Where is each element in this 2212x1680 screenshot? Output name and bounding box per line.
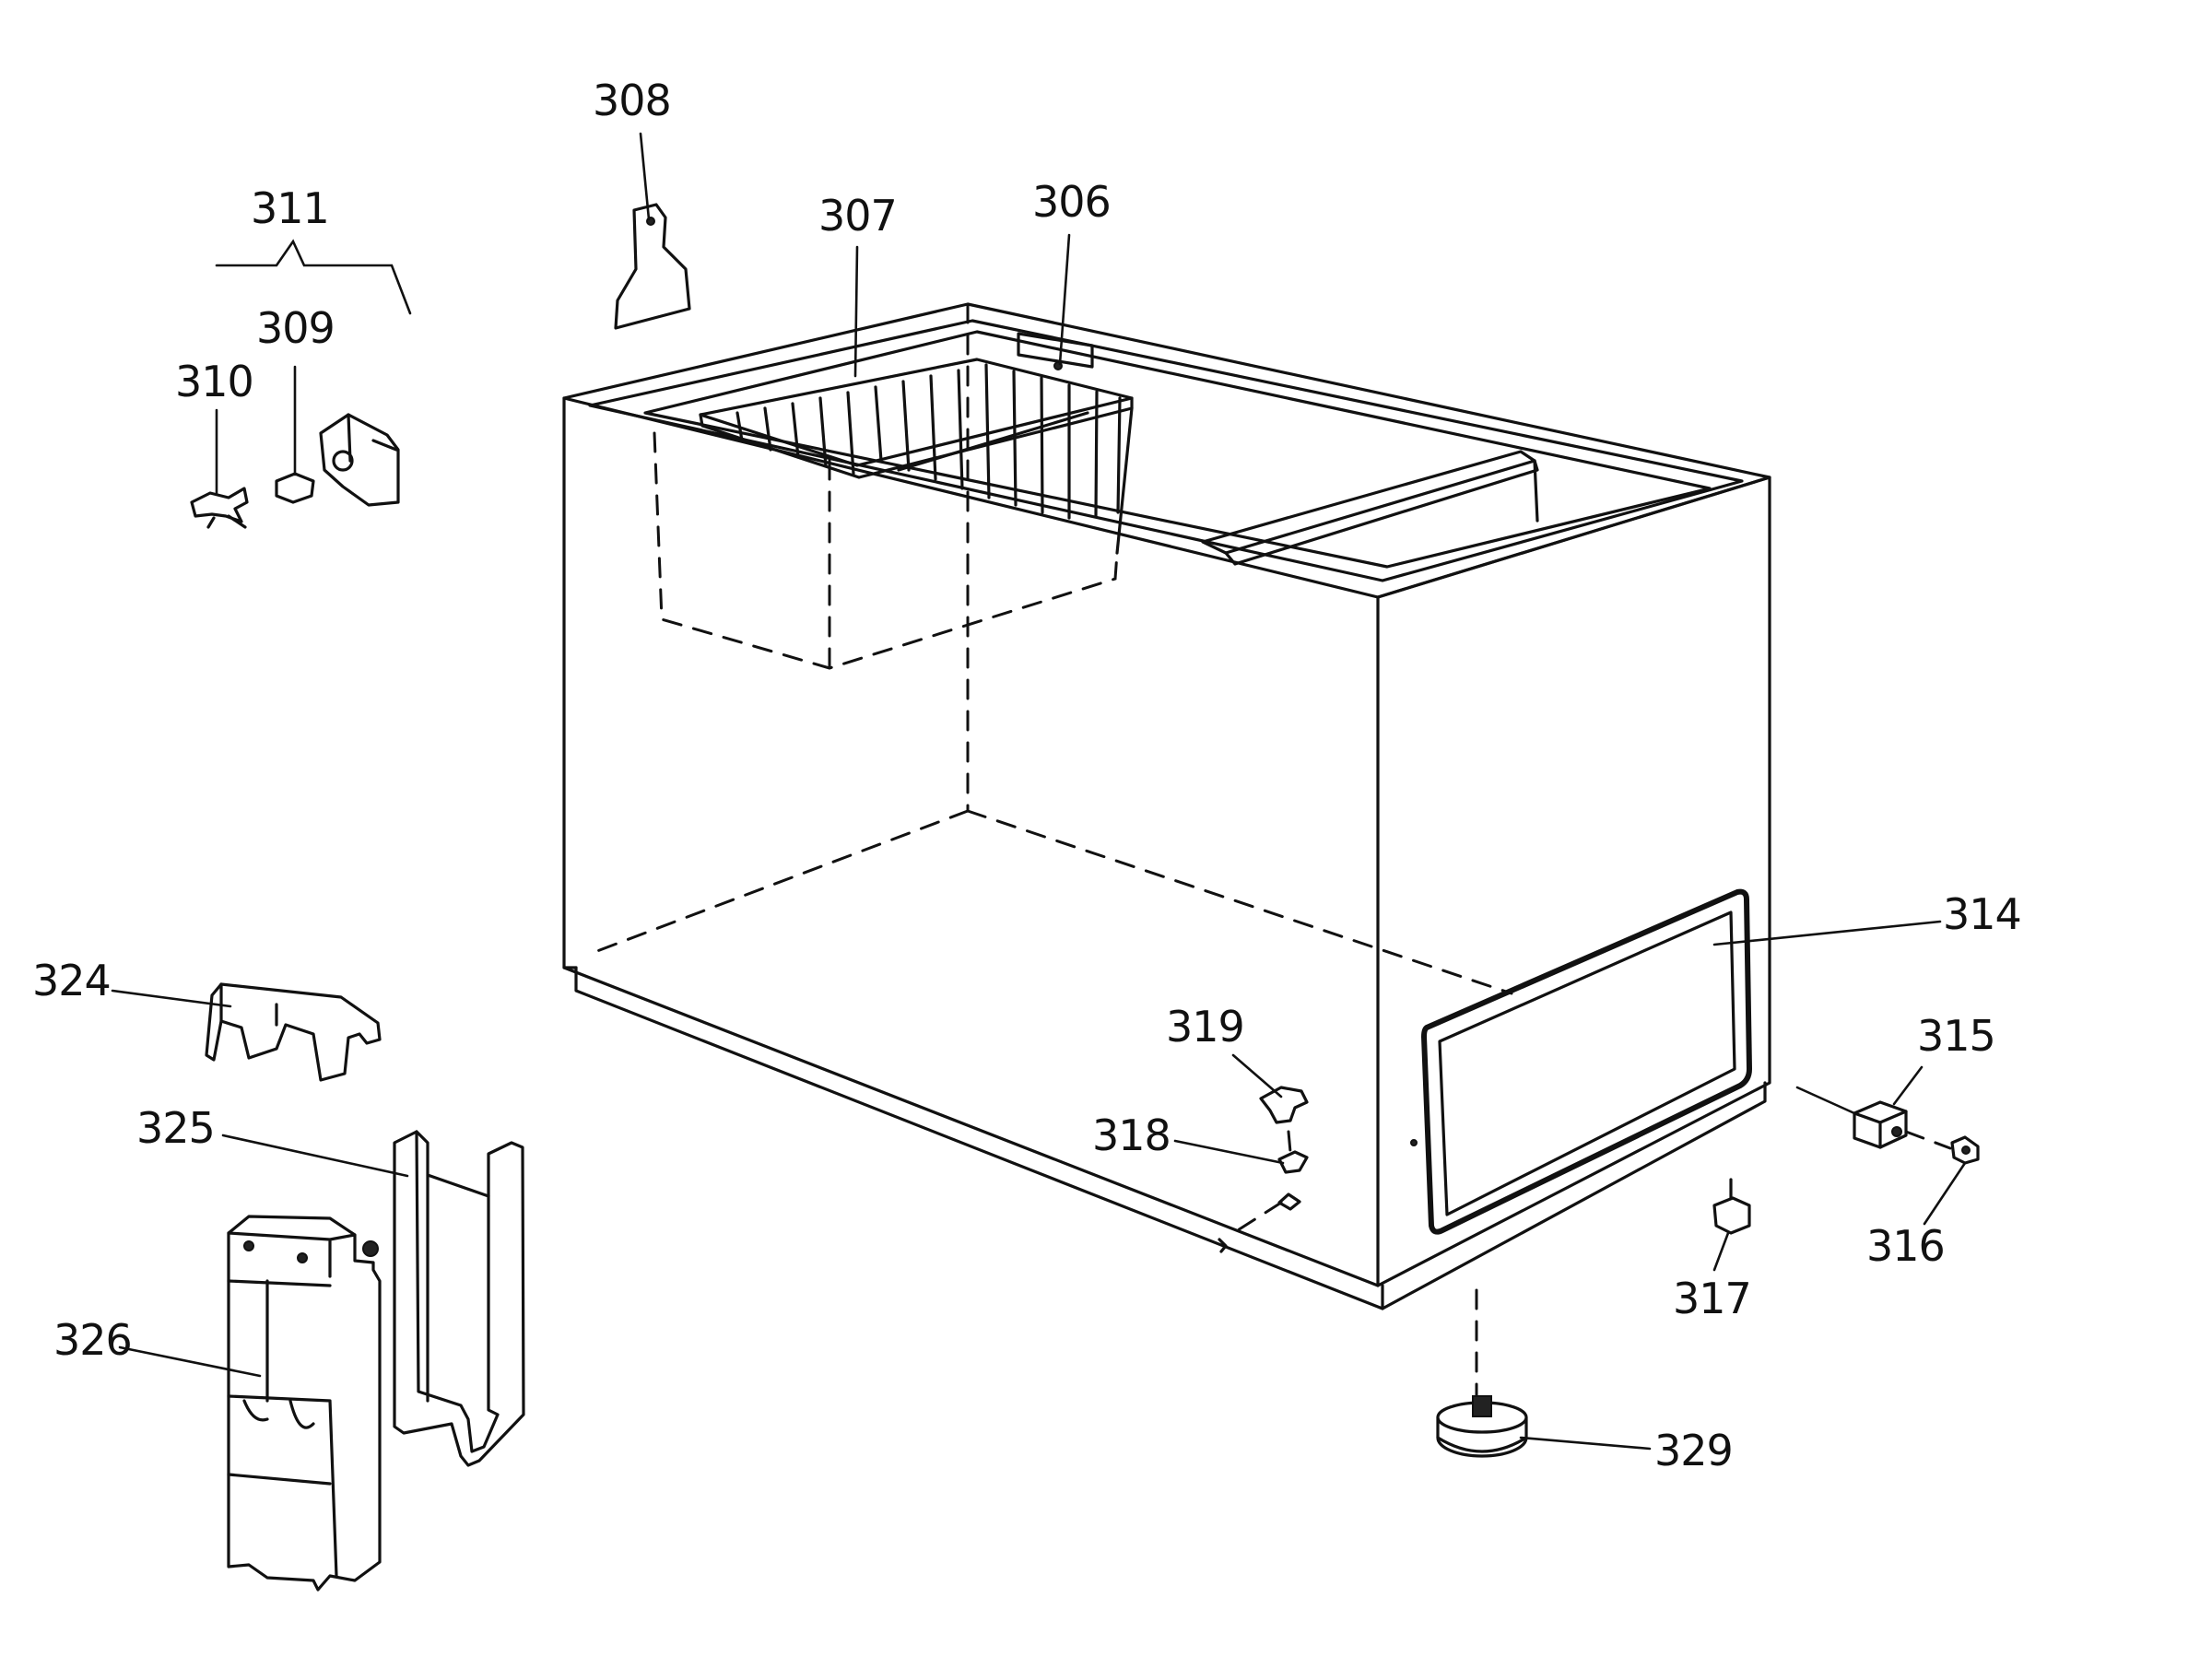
part-306-block	[1017, 332, 1094, 370]
hidden-edges	[588, 302, 1513, 995]
part-311-lock-assembly	[190, 413, 400, 529]
callout-326: 326	[53, 1315, 132, 1365]
callout-317: 317	[1673, 1274, 1751, 1323]
part-308-scraper	[614, 203, 691, 330]
callout-319: 319	[1166, 1002, 1244, 1051]
callout-310: 310	[175, 357, 253, 406]
part-318-clip	[1218, 1130, 1309, 1253]
callout-308: 308	[593, 76, 671, 125]
part-314-panel	[1410, 888, 1752, 1235]
callout-306: 306	[1032, 177, 1111, 227]
callout-325: 325	[136, 1103, 215, 1153]
part-325-channel	[393, 1130, 525, 1467]
part-317-fitting	[1712, 1178, 1751, 1235]
callout-314: 314	[1943, 889, 2021, 939]
callout-315: 315	[1917, 1011, 1995, 1061]
callout-316: 316	[1866, 1221, 1945, 1271]
part-316-screw	[1950, 1135, 1980, 1165]
callout-329: 329	[1654, 1426, 1733, 1475]
part-324-bracket	[205, 982, 382, 1082]
callout-324: 324	[32, 956, 111, 1005]
callout-311: 311	[251, 183, 329, 233]
callout-labels: 308 307 306 311 309 310 314 315 316 317 …	[32, 76, 2022, 1475]
freezer-cabinet	[562, 302, 1771, 1310]
callout-leaders	[111, 132, 1967, 1451]
part-315-block	[1853, 1100, 1908, 1149]
callout-307: 307	[818, 191, 897, 241]
basket-307	[699, 358, 1134, 555]
callout-318: 318	[1092, 1110, 1171, 1160]
callout-309: 309	[256, 303, 335, 353]
part-329-foot	[1436, 1288, 1528, 1458]
part-326-box	[227, 1215, 382, 1592]
part-319-clip	[1259, 1086, 1309, 1124]
